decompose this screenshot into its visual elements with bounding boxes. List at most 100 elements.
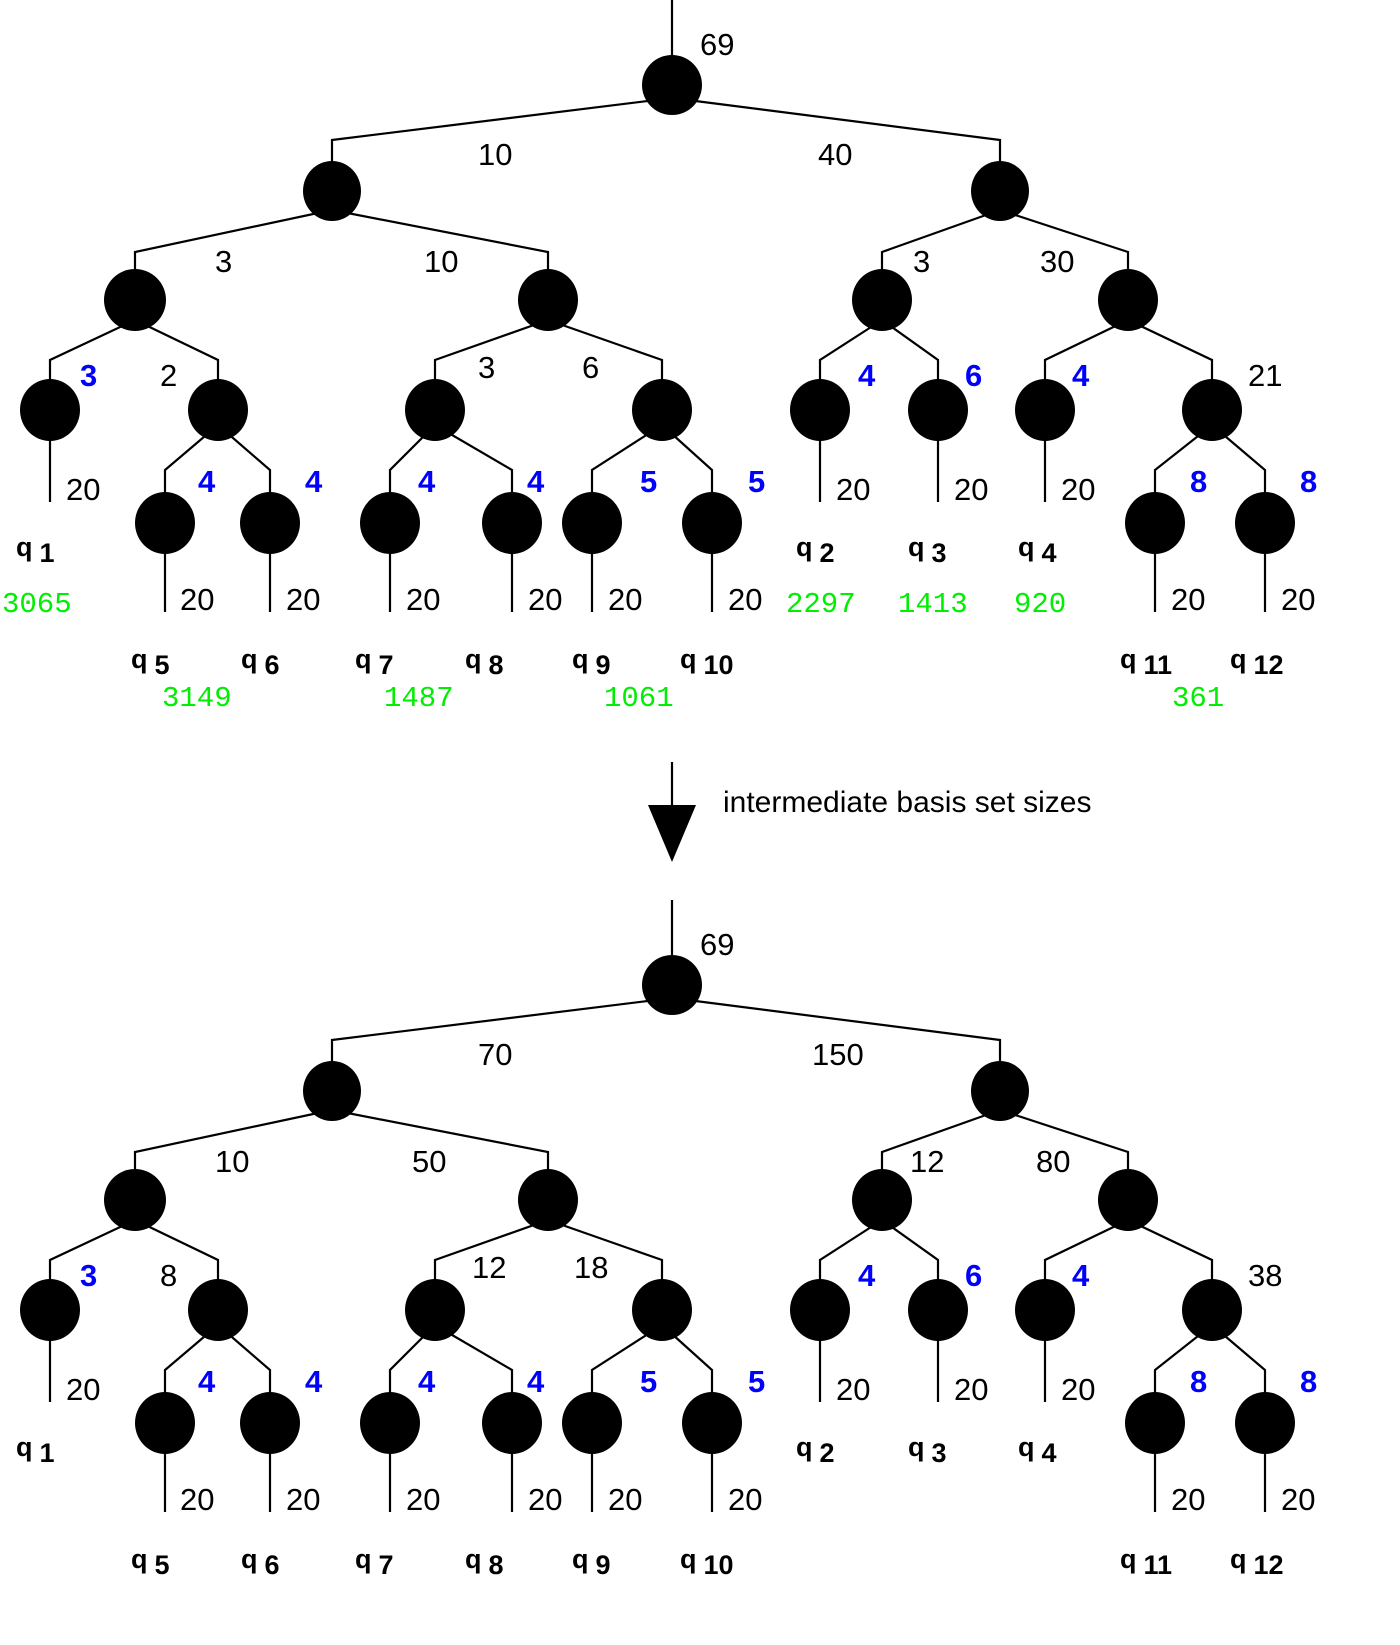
node-l3-1[interactable] — [20, 379, 80, 441]
node-l2-a[interactable] — [104, 269, 166, 331]
top-tree: 69 10 40 3 10 3 30 3 2 3 6 4 6 4 21 20 4… — [2, 0, 1317, 715]
label-e-l5-q9: 20 — [608, 582, 642, 617]
node-l3-6-b[interactable] — [908, 1279, 968, 1341]
basis-size-q1112: 361 — [1172, 682, 1224, 715]
label-e-l3-a-r: 2 — [160, 358, 177, 393]
label-e-l2-b-b: 50 — [412, 1144, 446, 1179]
edge-l2b-left-b — [433, 1218, 549, 1288]
node-l2-b-b[interactable] — [518, 1169, 578, 1231]
label-e-l4-2l: 4 — [198, 464, 216, 499]
edge-l2b-right — [547, 318, 664, 388]
edge-l2a-left-b — [48, 1219, 136, 1288]
node-leaf-q9[interactable] — [562, 492, 622, 554]
node-leaf-q8-b[interactable] — [482, 1392, 542, 1454]
node-leaf-q11[interactable] — [1125, 492, 1185, 554]
edge-l2d-right — [1127, 319, 1214, 388]
edge-n8-left — [1153, 424, 1213, 498]
label-e-l4-3r-b: 4 — [527, 1364, 545, 1399]
label-root-value: 69 — [700, 27, 734, 62]
label-e-l2-d-b: 80 — [1036, 1144, 1070, 1179]
node-l1-right-b[interactable] — [971, 1061, 1029, 1121]
label-e-l4-2l-b: 4 — [198, 1364, 216, 1399]
label-e-l4-4l-b: 5 — [640, 1364, 657, 1399]
node-l3-6[interactable] — [908, 379, 968, 441]
edge-n4-left — [590, 424, 663, 498]
label-e-l5-q10-b: 20 — [728, 1482, 762, 1517]
label-e-l4-8l: 8 — [1190, 464, 1207, 499]
node-leaf-q12-b[interactable] — [1235, 1392, 1295, 1454]
edge-l2b-right-b — [547, 1218, 664, 1288]
node-l3-2[interactable] — [188, 379, 248, 441]
node-l3-8-b[interactable] — [1182, 1279, 1242, 1341]
node-l2-b[interactable] — [518, 269, 578, 331]
edge-l2c-right — [881, 319, 940, 388]
node-l3-4-b[interactable] — [632, 1279, 692, 1341]
node-leaf-q7-b[interactable] — [360, 1392, 420, 1454]
node-root-b[interactable] — [642, 955, 702, 1015]
node-l3-5-b[interactable] — [790, 1279, 850, 1341]
edge-n8-right-b — [1211, 1324, 1267, 1398]
node-leaf-q5[interactable] — [135, 492, 195, 554]
node-leaf-q6-b[interactable] — [240, 1392, 300, 1454]
node-l3-8[interactable] — [1182, 379, 1242, 441]
node-leaf-q9-b[interactable] — [562, 1392, 622, 1454]
label-e-l4-2r-b: 4 — [305, 1364, 323, 1399]
edge-n3-left — [388, 424, 436, 498]
edge-n2-left — [163, 424, 219, 498]
label-e-l4-6-b: 20 — [954, 1372, 988, 1407]
node-l2-d-b[interactable] — [1098, 1169, 1158, 1231]
label-e-l4-7-b: 20 — [1061, 1372, 1095, 1407]
label-e-l3-b-r: 6 — [582, 350, 599, 385]
node-l3-3[interactable] — [405, 379, 465, 441]
node-l3-2-b[interactable] — [188, 1279, 248, 1341]
node-l2-d[interactable] — [1098, 269, 1158, 331]
top-tree-edges — [48, 0, 1267, 612]
basis-size-q1: 3065 — [2, 588, 72, 621]
basis-size-q910: 1061 — [604, 682, 674, 715]
node-leaf-q12[interactable] — [1235, 492, 1295, 554]
label-e-l4-4r: 5 — [748, 464, 765, 499]
node-l1-right[interactable] — [971, 161, 1029, 221]
top-tree-edge-labels: 69 10 40 3 10 3 30 3 2 3 6 4 6 4 21 20 4… — [66, 27, 1317, 617]
node-l1-left-b[interactable] — [303, 1061, 361, 1121]
node-l3-7-b[interactable] — [1015, 1279, 1075, 1341]
label-e-l4-1: 20 — [66, 472, 100, 507]
node-leaf-q10-b[interactable] — [682, 1392, 742, 1454]
node-l3-1-b[interactable] — [20, 1279, 80, 1341]
node-leaf-q10[interactable] — [682, 492, 742, 554]
node-l3-3-b[interactable] — [405, 1279, 465, 1341]
node-l2-a-b[interactable] — [104, 1169, 166, 1231]
node-leaf-q11-b[interactable] — [1125, 1392, 1185, 1454]
node-root[interactable] — [642, 55, 702, 115]
basis-size-q56: 3149 — [162, 682, 232, 715]
label-e-l3-c-l: 4 — [858, 358, 876, 393]
node-leaf-q7[interactable] — [360, 492, 420, 554]
label-e-l4-3l-b: 4 — [418, 1364, 436, 1399]
node-leaf-q6[interactable] — [240, 492, 300, 554]
node-l2-c[interactable] — [852, 269, 912, 331]
node-l1-left[interactable] — [303, 161, 361, 221]
label-e-l3-b-l-b: 12 — [472, 1250, 506, 1285]
node-l2-c-b[interactable] — [852, 1169, 912, 1231]
node-leaf-q8[interactable] — [482, 492, 542, 554]
node-l3-7[interactable] — [1015, 379, 1075, 441]
edge-l2b-left — [433, 318, 549, 388]
node-l3-5[interactable] — [790, 379, 850, 441]
basis-size-q3: 1413 — [898, 588, 968, 621]
label-e-l5-q11: 20 — [1171, 582, 1205, 617]
node-l3-4[interactable] — [632, 379, 692, 441]
label-e-l5-q11-b: 20 — [1171, 1482, 1205, 1517]
node-leaf-q5-b[interactable] — [135, 1392, 195, 1454]
